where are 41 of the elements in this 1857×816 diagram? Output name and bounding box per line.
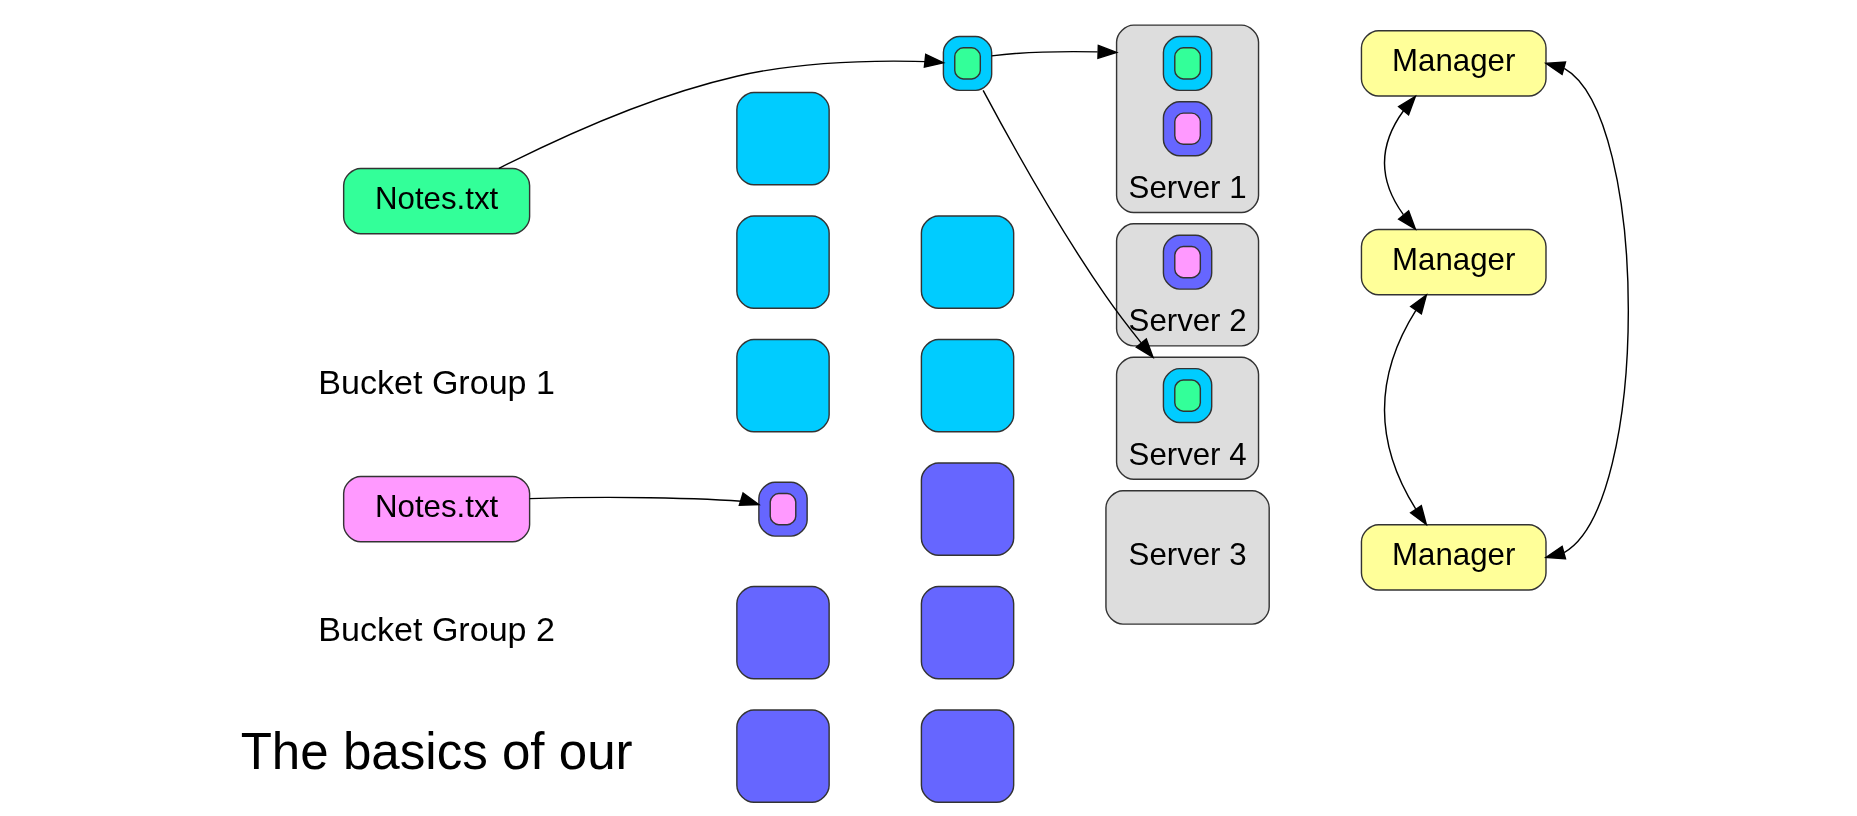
- node-box: [1174, 112, 1202, 146]
- cluster: Server 4: [1115, 356, 1260, 481]
- node-box: [769, 492, 797, 526]
- cluster: [1162, 101, 1213, 157]
- node-box: [920, 462, 1015, 556]
- node-box: Manager: [1360, 524, 1547, 591]
- cluster: [1162, 35, 1213, 92]
- arrow: [1383, 94, 1417, 231]
- cluster: [758, 481, 808, 537]
- node-box: Notes.txt: [342, 475, 531, 543]
- arrow: [528, 491, 761, 507]
- arrow: [990, 44, 1119, 60]
- node-box: [920, 338, 1015, 433]
- cluster: [1162, 367, 1213, 424]
- arrow: [982, 89, 1155, 359]
- label: Bucket Group 1: [318, 363, 555, 402]
- arrow: [1543, 61, 1630, 560]
- node-box: Notes.txt: [342, 167, 531, 235]
- node-box: Manager: [1360, 30, 1547, 97]
- node-box: [920, 215, 1015, 309]
- node-box: [920, 585, 1015, 680]
- node-box: [736, 215, 830, 309]
- arrow: [498, 53, 946, 170]
- cluster: [1162, 234, 1213, 290]
- node-box: [1174, 245, 1202, 279]
- node-box: Manager: [1360, 228, 1547, 296]
- label: The basics of our: [240, 722, 633, 780]
- cluster: Server 1: [1115, 24, 1260, 214]
- node-box: Server 3: [1105, 490, 1270, 625]
- node-box: [736, 709, 830, 803]
- node-box: [736, 91, 830, 186]
- label: Bucket Group 2: [318, 610, 555, 649]
- arrow: [1383, 293, 1428, 527]
- node-box: [1174, 379, 1202, 412]
- node-box: [1174, 47, 1202, 80]
- cluster: [942, 35, 993, 92]
- node-box: [954, 47, 981, 80]
- node-box: [736, 338, 830, 433]
- node-box: [736, 585, 830, 680]
- node-box: [920, 709, 1015, 803]
- cluster: Server 2: [1115, 223, 1260, 347]
